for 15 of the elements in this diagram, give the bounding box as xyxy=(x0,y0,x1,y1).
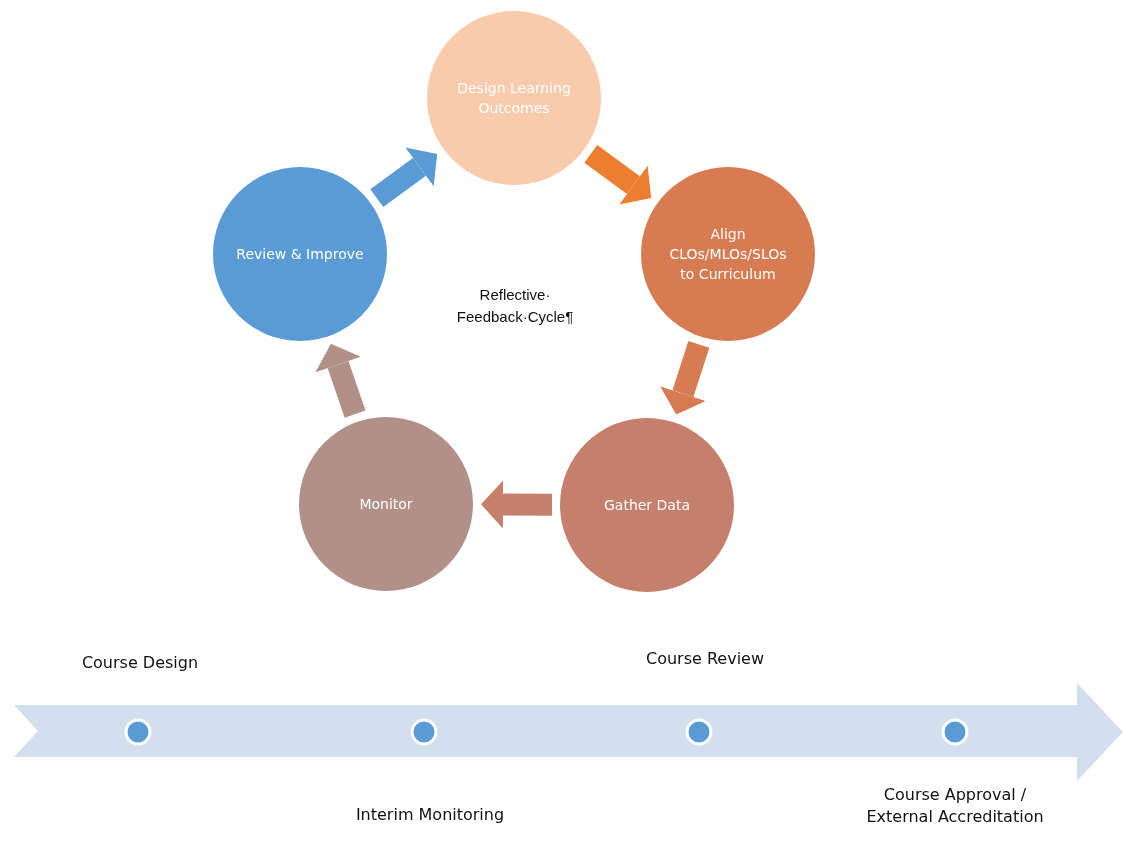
arrow xyxy=(584,145,652,205)
center-label: Reflective· Feedback·Cycle¶ xyxy=(455,285,575,327)
timeline-label: Course Approval / External Accreditation xyxy=(865,784,1045,828)
timeline-label: Course Review xyxy=(645,648,765,670)
timeline-label: Course Design xyxy=(80,652,200,674)
timeline-label: Interim Monitoring xyxy=(354,804,506,826)
node-label: Design Learning Outcomes xyxy=(456,79,572,118)
node-label: Align CLOs/MLOs/SLOs to Curriculum xyxy=(668,225,788,284)
arrow xyxy=(660,341,710,415)
node-label: Gather Data xyxy=(603,496,690,515)
node-label: Monitor xyxy=(359,495,413,514)
arrow xyxy=(315,343,366,418)
arrow xyxy=(370,147,438,207)
node-label: Review & Improve xyxy=(236,245,364,264)
arrow xyxy=(481,480,553,529)
